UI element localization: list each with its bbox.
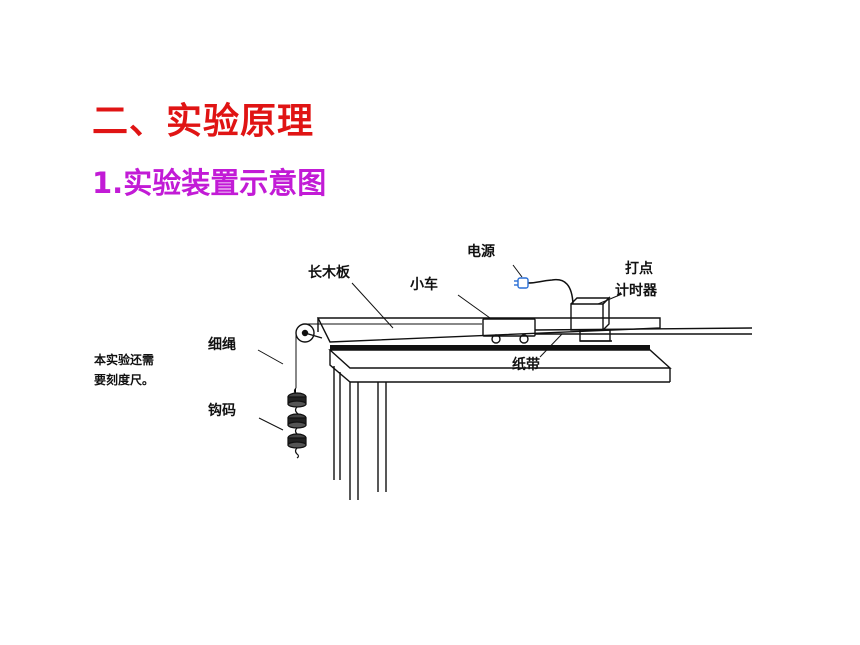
slide-heading: 二、实验原理 (92, 101, 315, 142)
slide-subheading: 1.实验装置示意图 (92, 166, 327, 200)
power-cable (527, 278, 574, 305)
cart-wheel-2 (519, 334, 529, 344)
label-tape: 纸带 (512, 357, 540, 373)
cart (482, 318, 536, 337)
ticker-timer (570, 303, 604, 331)
leader-string (257, 349, 284, 365)
paper-tape (534, 327, 753, 331)
ruler-note: 本实验还需 要刻度尺。 (94, 350, 154, 391)
ruler-note-line2: 要刻度尺。 (94, 373, 155, 388)
label-cart: 小车 (410, 277, 438, 293)
table-top (328, 349, 672, 369)
label-string: 细绳 (208, 337, 236, 353)
leader-timer (597, 293, 623, 305)
label-timer-line1: 打点 (625, 261, 653, 277)
label-board: 长木板 (308, 265, 350, 281)
leader-board (351, 282, 394, 329)
leader-tape (539, 333, 563, 358)
label-power: 电源 (467, 244, 495, 260)
hooked-weights (287, 387, 307, 459)
ruler-note-line1: 本实验还需 (94, 353, 155, 367)
label-weights: 钩码 (208, 403, 236, 419)
leader-weights (258, 417, 284, 431)
board-track (330, 345, 650, 350)
leader-cart (457, 294, 491, 319)
label-timer-line2: 计时器 (615, 283, 657, 299)
power-plug (514, 277, 529, 289)
cart-wheel-1 (491, 334, 501, 344)
long-board (316, 317, 661, 343)
leader-power (512, 264, 523, 278)
